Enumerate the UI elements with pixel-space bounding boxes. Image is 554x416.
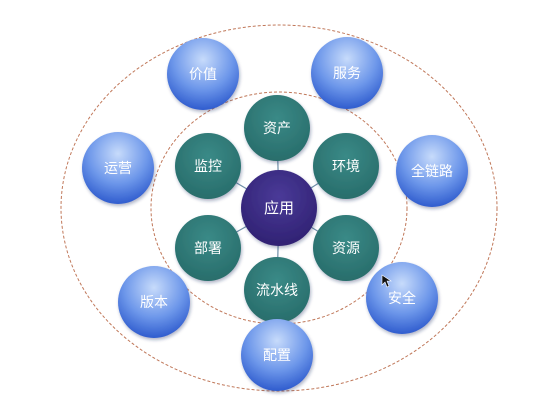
center-node[interactable]: 应用 xyxy=(241,170,317,246)
outer-node-security-label: 安全 xyxy=(388,290,416,307)
outer-node-operations-label: 运营 xyxy=(104,161,132,177)
outer-node-version-label: 版本 xyxy=(140,295,168,311)
inner-node-resources[interactable]: 资源 xyxy=(313,215,379,281)
outer-node-security[interactable]: 安全 xyxy=(366,262,438,334)
inner-node-assets[interactable]: 资产 xyxy=(244,95,310,161)
outer-node-config-label: 配置 xyxy=(263,348,291,364)
inner-node-pipeline-label: 流水线 xyxy=(256,283,298,299)
outer-node-full-link-label: 全链路 xyxy=(411,163,453,180)
outer-dashed-ring xyxy=(60,24,498,392)
outer-node-value[interactable]: 价值 xyxy=(167,38,239,110)
inner-node-deploy-label: 部署 xyxy=(194,241,222,257)
inner-node-resources-label: 资源 xyxy=(332,241,360,257)
inner-node-environment-label: 环境 xyxy=(332,159,360,175)
center-node-label: 应用 xyxy=(264,199,294,217)
inner-node-pipeline[interactable]: 流水线 xyxy=(244,257,310,323)
outer-node-service-label: 服务 xyxy=(333,66,361,82)
outer-node-version[interactable]: 版本 xyxy=(118,266,190,338)
outer-node-service[interactable]: 服务 xyxy=(311,37,383,109)
inner-node-monitor-label: 监控 xyxy=(194,159,222,175)
outer-node-value-label: 价值 xyxy=(189,67,217,83)
inner-node-monitor[interactable]: 监控 xyxy=(175,133,241,199)
mouse-cursor-icon xyxy=(381,274,392,288)
outer-node-full-link[interactable]: 全链路 xyxy=(396,135,468,207)
inner-node-environment[interactable]: 环境 xyxy=(313,133,379,199)
outer-node-config[interactable]: 配置 xyxy=(241,319,313,391)
inner-node-assets-label: 资产 xyxy=(263,121,291,137)
inner-node-deploy[interactable]: 部署 xyxy=(175,215,241,281)
outer-node-operations[interactable]: 运营 xyxy=(82,132,154,204)
